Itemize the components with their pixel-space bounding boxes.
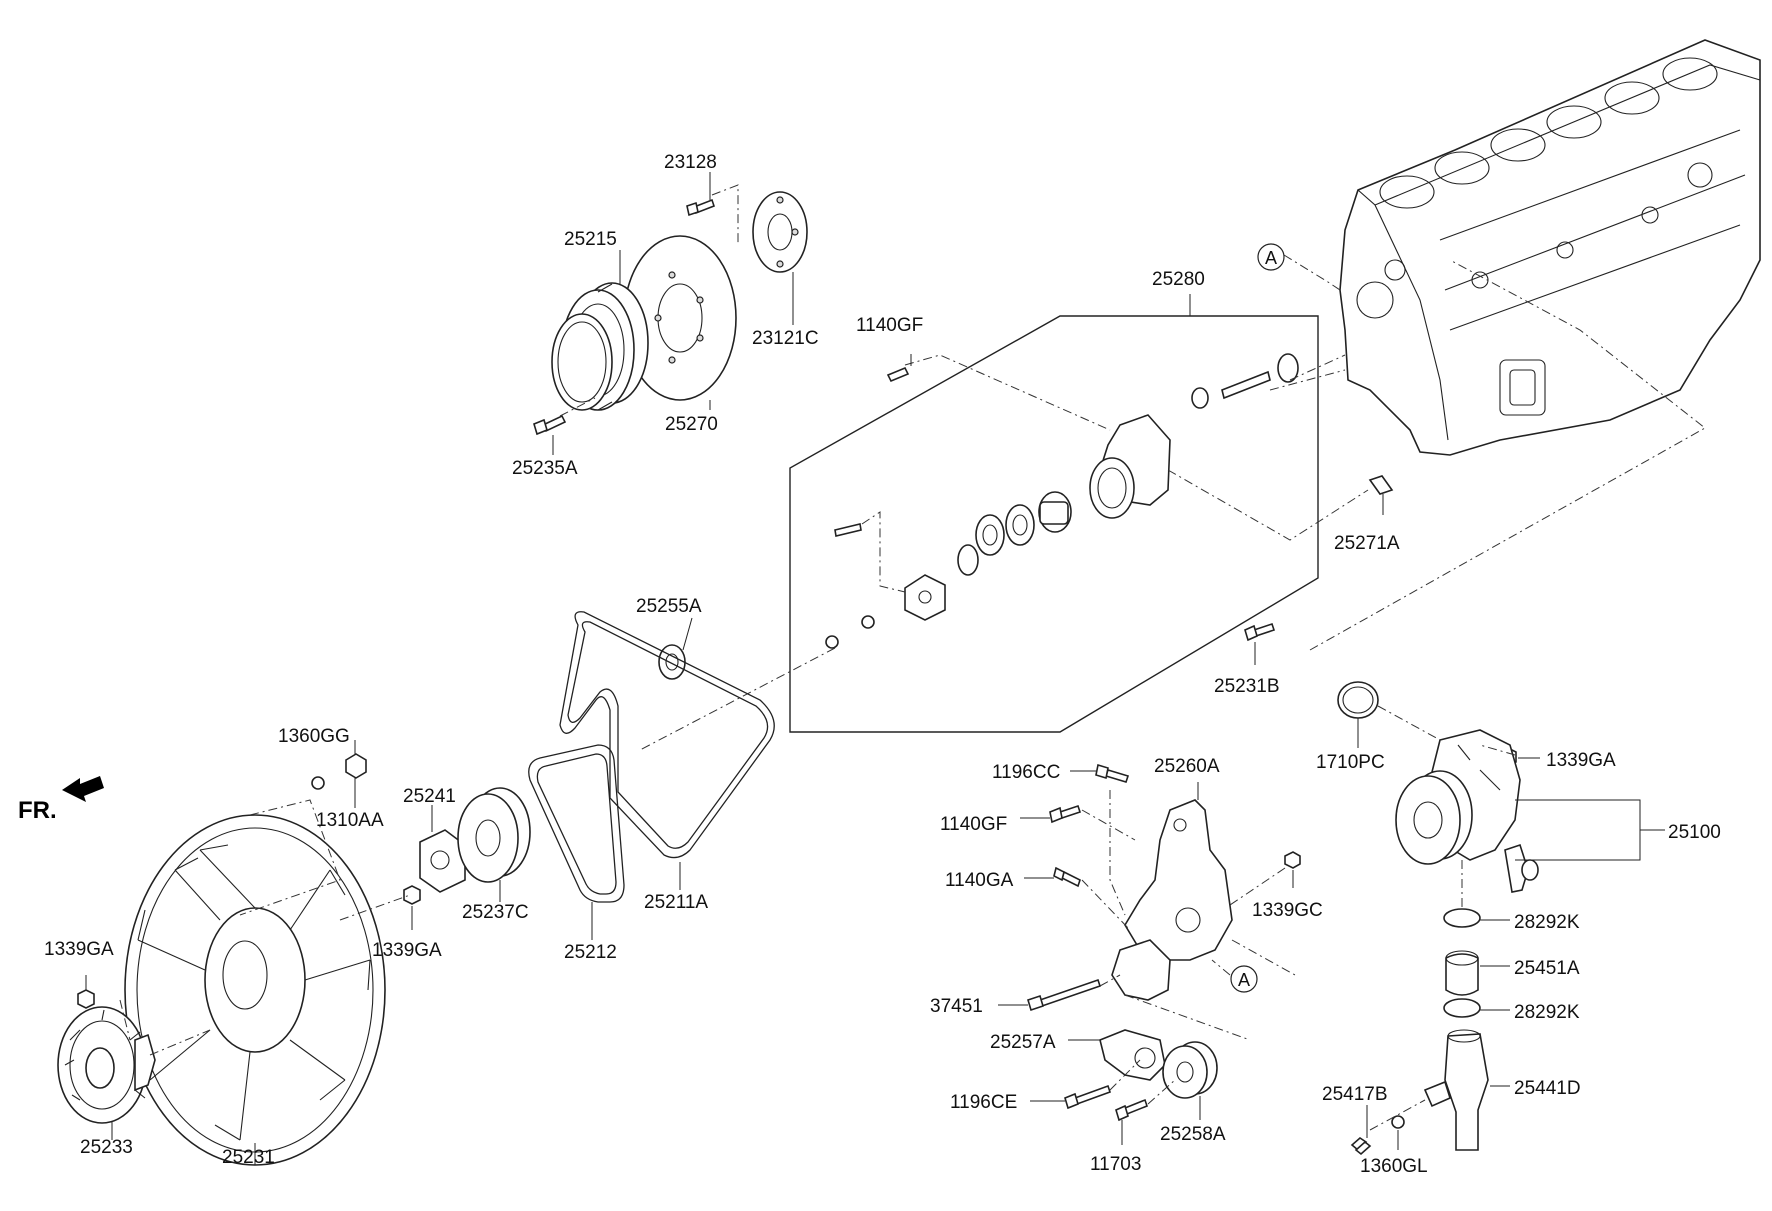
label-1360GG: 1360GG [278, 726, 350, 747]
label-25417B: 25417B [1322, 1084, 1388, 1105]
front-direction-label: FR. [18, 797, 57, 824]
svg-text:A: A [1265, 248, 1277, 268]
label-1710PC: 1710PC [1316, 752, 1385, 773]
label-23128: 23128 [664, 152, 717, 173]
label-25233: 25233 [80, 1137, 133, 1158]
svg-text:A: A [1238, 970, 1250, 990]
engine-block [1339, 39, 1761, 456]
label-25441D: 25441D [1514, 1078, 1581, 1099]
label-25212: 25212 [564, 942, 617, 963]
label-28292K-bottom: 28292K [1514, 1002, 1580, 1023]
label-37451: 37451 [930, 996, 983, 1017]
part-labels: FR. 23128 25215 23121C 25270 25235A 1140… [18, 152, 1721, 1177]
label-1140GA: 1140GA [945, 870, 1014, 891]
label-1339GA-right: 1339GA [1546, 750, 1616, 771]
reference-mark-A-top: A [1257, 243, 1341, 291]
label-1339GC: 1339GC [1252, 900, 1323, 921]
label-25270: 25270 [665, 414, 718, 435]
water-pump-group [1309, 259, 1706, 1156]
label-25241: 25241 [403, 786, 456, 807]
belts [528, 611, 775, 940]
label-1140GF-mid: 1140GF [940, 814, 1007, 835]
label-28292K-top: 28292K [1514, 912, 1580, 933]
label-25257A: 25257A [990, 1032, 1056, 1053]
bolt-25231B [1244, 622, 1276, 665]
label-25231: 25231 [222, 1147, 275, 1168]
label-23121C: 23121C [752, 328, 819, 349]
fan-group [57, 740, 531, 1166]
tensioner-group [998, 763, 1301, 1145]
label-1339GA-left: 1339GA [44, 939, 114, 960]
idler-25255A [658, 617, 693, 680]
reference-mark-A-bottom: A [1211, 959, 1258, 993]
crankshaft-pulley-group [533, 172, 808, 455]
label-25255A: 25255A [636, 596, 702, 617]
label-1310AA: 1310AA [316, 810, 384, 831]
label-1140GF-top: 1140GF [856, 315, 923, 336]
label-25235A: 25235A [512, 458, 578, 479]
label-1196CC: 1196CC [992, 762, 1060, 783]
label-25215: 25215 [564, 229, 617, 250]
label-25237C: 25237C [462, 902, 529, 923]
label-1339GA-mid: 1339GA [372, 940, 442, 961]
label-1196CE: 1196CE [950, 1092, 1017, 1113]
label-25231B: 25231B [1214, 676, 1280, 697]
label-11703: 11703 [1090, 1154, 1141, 1175]
label-25260A: 25260A [1154, 756, 1220, 777]
label-25258A: 25258A [1160, 1124, 1226, 1145]
label-25280: 25280 [1152, 269, 1205, 290]
label-25271A: 25271A [1334, 533, 1400, 554]
label-25451A: 25451A [1514, 958, 1580, 979]
label-1360GL: 1360GL [1360, 1156, 1428, 1177]
label-25211A: 25211A [644, 892, 708, 913]
front-arrow-icon [62, 776, 104, 802]
label-25100: 25100 [1668, 822, 1721, 843]
assembly-25280 [639, 294, 1394, 751]
